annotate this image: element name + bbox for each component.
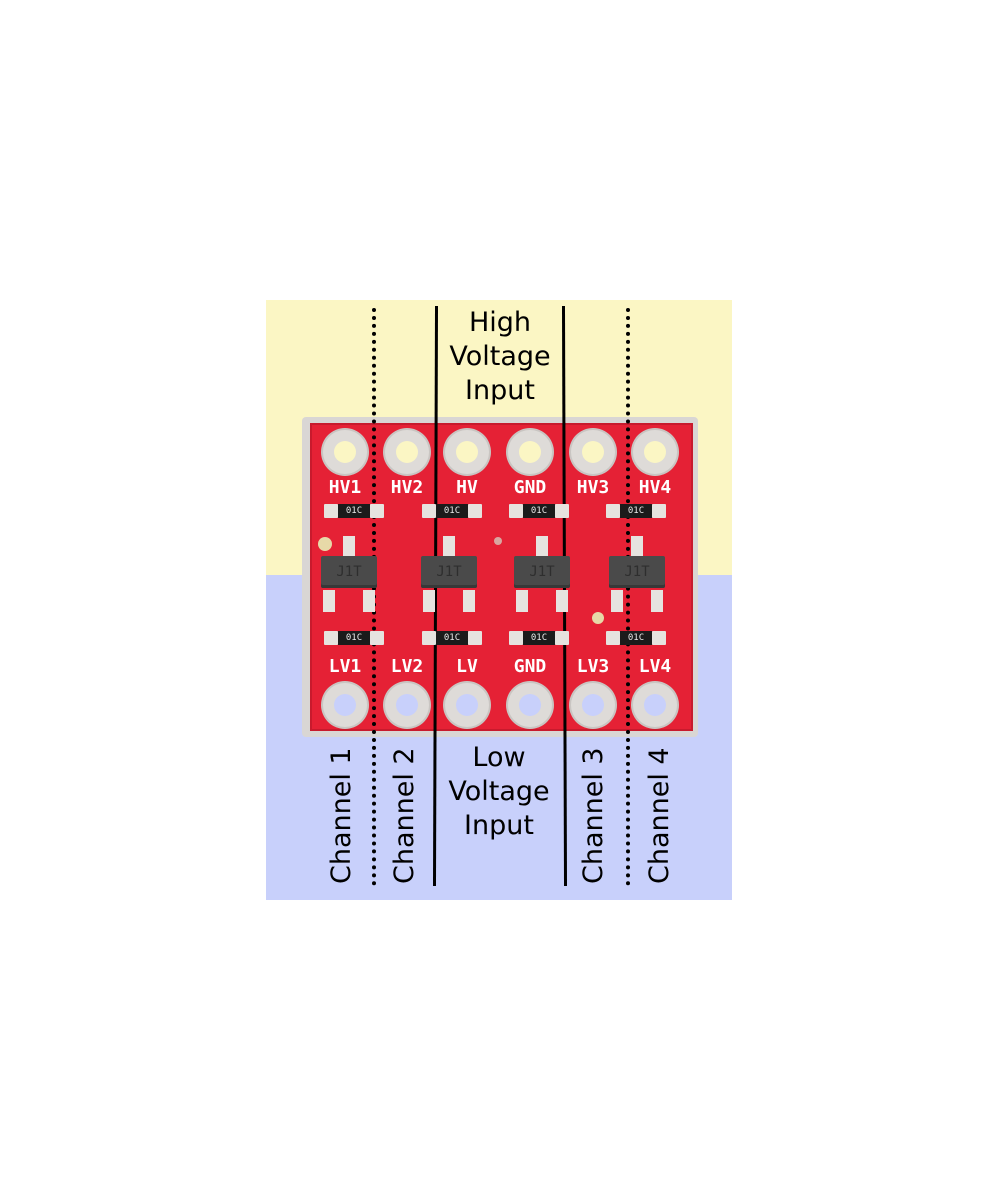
resistor-pad — [370, 631, 384, 645]
resistor-pad — [324, 631, 338, 645]
header-pin-hole — [571, 683, 615, 727]
transistor-lead — [363, 590, 375, 612]
header-pin-hole — [445, 683, 489, 727]
channel-3-label: Channel 3 — [578, 747, 609, 884]
transistor-lead — [343, 536, 355, 558]
transistor: J1T — [609, 556, 665, 588]
pin-label-low: GND — [513, 656, 547, 677]
resistor-pad — [509, 631, 523, 645]
pin-label-high: HV4 — [638, 477, 672, 498]
high-voltage-input-label: High Voltage Input — [435, 306, 565, 408]
resistor: 01C — [436, 631, 468, 645]
channel-1-label: Channel 1 — [326, 747, 357, 884]
pin-label-low: LV — [456, 656, 478, 677]
via — [494, 537, 502, 545]
transistor-lead — [323, 590, 335, 612]
pin-label-high: HV1 — [328, 477, 362, 498]
high-voltage-input-line: Voltage — [449, 341, 551, 372]
fiducial-mark — [318, 537, 332, 551]
transistor-lead — [631, 536, 643, 558]
header-pin-hole — [633, 430, 677, 474]
pin-label-high: HV — [456, 477, 478, 498]
transistor: J1T — [321, 556, 377, 588]
header-pin-hole — [323, 683, 367, 727]
resistor-pad — [468, 631, 482, 645]
header-pin-hole — [508, 683, 552, 727]
resistor: 01C — [338, 631, 370, 645]
resistor-pad — [422, 631, 436, 645]
header-pin-hole — [508, 430, 552, 474]
transistor: J1T — [514, 556, 570, 588]
header-pin-hole — [571, 430, 615, 474]
transistor-lead — [556, 590, 568, 612]
transistor-lead — [611, 590, 623, 612]
transistor: J1T — [421, 556, 477, 588]
pin-label-low: LV1 — [328, 656, 362, 677]
resistor-pad — [555, 631, 569, 645]
level-shifter-diagram: High Voltage Input Low Voltage Input Cha… — [266, 300, 732, 900]
header-pin-hole — [385, 430, 429, 474]
resistor-pad — [652, 631, 666, 645]
pin-label-low: LV3 — [576, 656, 610, 677]
low-voltage-input-line: Input — [464, 810, 534, 841]
resistor: 01C — [338, 504, 370, 518]
resistor-pad — [370, 504, 384, 518]
transistor-lead — [463, 590, 475, 612]
transistor-lead — [516, 590, 528, 612]
header-pin-hole — [445, 430, 489, 474]
resistor-pad — [606, 504, 620, 518]
resistor-pad — [324, 504, 338, 518]
channel-2-label: Channel 2 — [389, 747, 420, 884]
transistor-lead — [651, 590, 663, 612]
low-voltage-input-line: Low — [472, 742, 526, 773]
pin-label-high: HV3 — [576, 477, 610, 498]
resistor: 01C — [620, 504, 652, 518]
header-pin-hole — [323, 430, 367, 474]
resistor-pad — [422, 504, 436, 518]
transistor-lead — [443, 536, 455, 558]
resistor: 01C — [523, 504, 555, 518]
pin-label-low: LV4 — [638, 656, 672, 677]
resistor-pad — [606, 631, 620, 645]
resistor: 01C — [620, 631, 652, 645]
pin-label-low: LV2 — [390, 656, 424, 677]
pin-label-high: HV2 — [390, 477, 424, 498]
divider-dotted-right — [626, 308, 630, 886]
resistor-pad — [509, 504, 523, 518]
transistor-lead — [423, 590, 435, 612]
fiducial-mark — [592, 612, 604, 624]
resistor: 01C — [436, 504, 468, 518]
resistor-pad — [555, 504, 569, 518]
resistor-pad — [652, 504, 666, 518]
pin-label-high: GND — [513, 477, 547, 498]
low-voltage-input-line: Voltage — [448, 776, 550, 807]
header-pin-hole — [633, 683, 677, 727]
header-pin-hole — [385, 683, 429, 727]
resistor: 01C — [523, 631, 555, 645]
transistor-lead — [536, 536, 548, 558]
resistor-pad — [468, 504, 482, 518]
channel-4-label: Channel 4 — [644, 747, 675, 884]
high-voltage-input-line: High — [468, 307, 532, 338]
high-voltage-input-line: Input — [465, 375, 535, 406]
low-voltage-input-label: Low Voltage Input — [434, 741, 564, 843]
